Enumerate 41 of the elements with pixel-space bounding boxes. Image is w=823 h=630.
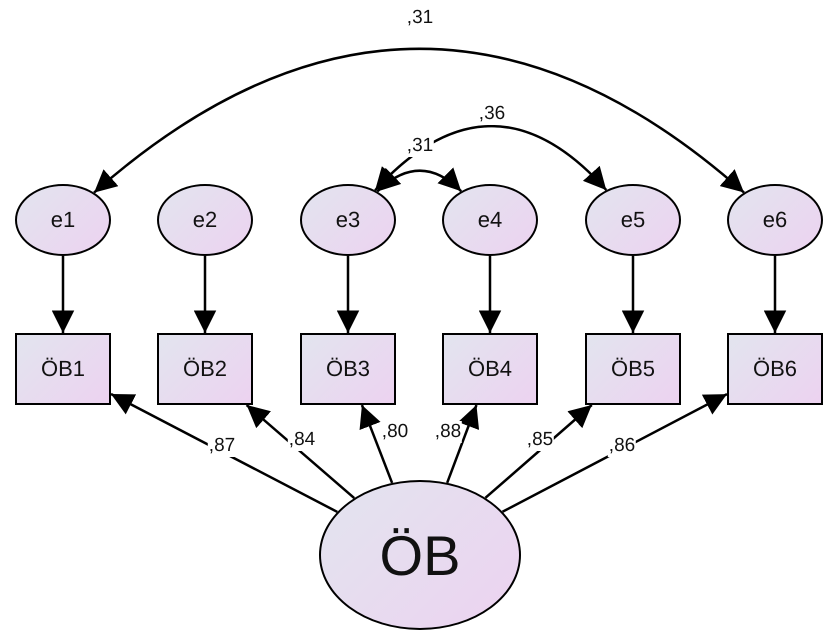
- arrow: [110, 392, 338, 514]
- arrow: [622, 256, 644, 333]
- node-label: e2: [192, 207, 218, 233]
- node-label: ÖB2: [182, 356, 228, 382]
- edge-label: ,85: [526, 429, 554, 451]
- node-label: ÖB6: [752, 356, 798, 382]
- arrow: [478, 256, 502, 333]
- observed-variable-box: [15, 333, 111, 405]
- covariance-arrow: [376, 168, 462, 192]
- arrow: [336, 256, 360, 333]
- edge-label: ,84: [288, 429, 316, 451]
- arrow: [194, 256, 216, 333]
- node-label: e1: [50, 207, 76, 233]
- node-label: e6: [762, 207, 788, 233]
- arrow: [360, 404, 394, 484]
- edge-label: ,36: [478, 103, 506, 125]
- node-label: ÖB4: [468, 356, 512, 382]
- arrow: [446, 404, 480, 484]
- arrow: [52, 256, 74, 333]
- observed-variable-box: [585, 333, 681, 405]
- observed-variable-box: [727, 333, 823, 405]
- node-label: ÖB1: [40, 356, 86, 382]
- edge-label: ,31: [406, 135, 434, 157]
- observed-variable-box: [300, 333, 396, 405]
- covariance-arrow: [93, 48, 745, 194]
- node-label: ÖB5: [610, 356, 656, 382]
- observed-variable-box: [157, 333, 253, 405]
- edge-label: ,86: [608, 435, 636, 457]
- node-label: e4: [478, 207, 502, 233]
- edge-label: ,88: [434, 421, 462, 443]
- covariance-arrow: [374, 124, 608, 192]
- node-label: ÖB: [380, 522, 460, 588]
- node-label: e5: [620, 207, 646, 233]
- arrow: [484, 404, 593, 499]
- arrow: [764, 256, 786, 333]
- edge-label: ,87: [208, 435, 236, 457]
- observed-variable-box: [442, 333, 538, 405]
- arrow: [502, 393, 728, 513]
- arrow: [246, 404, 356, 500]
- node-label: e3: [336, 207, 360, 233]
- node-label: ÖB3: [326, 356, 370, 382]
